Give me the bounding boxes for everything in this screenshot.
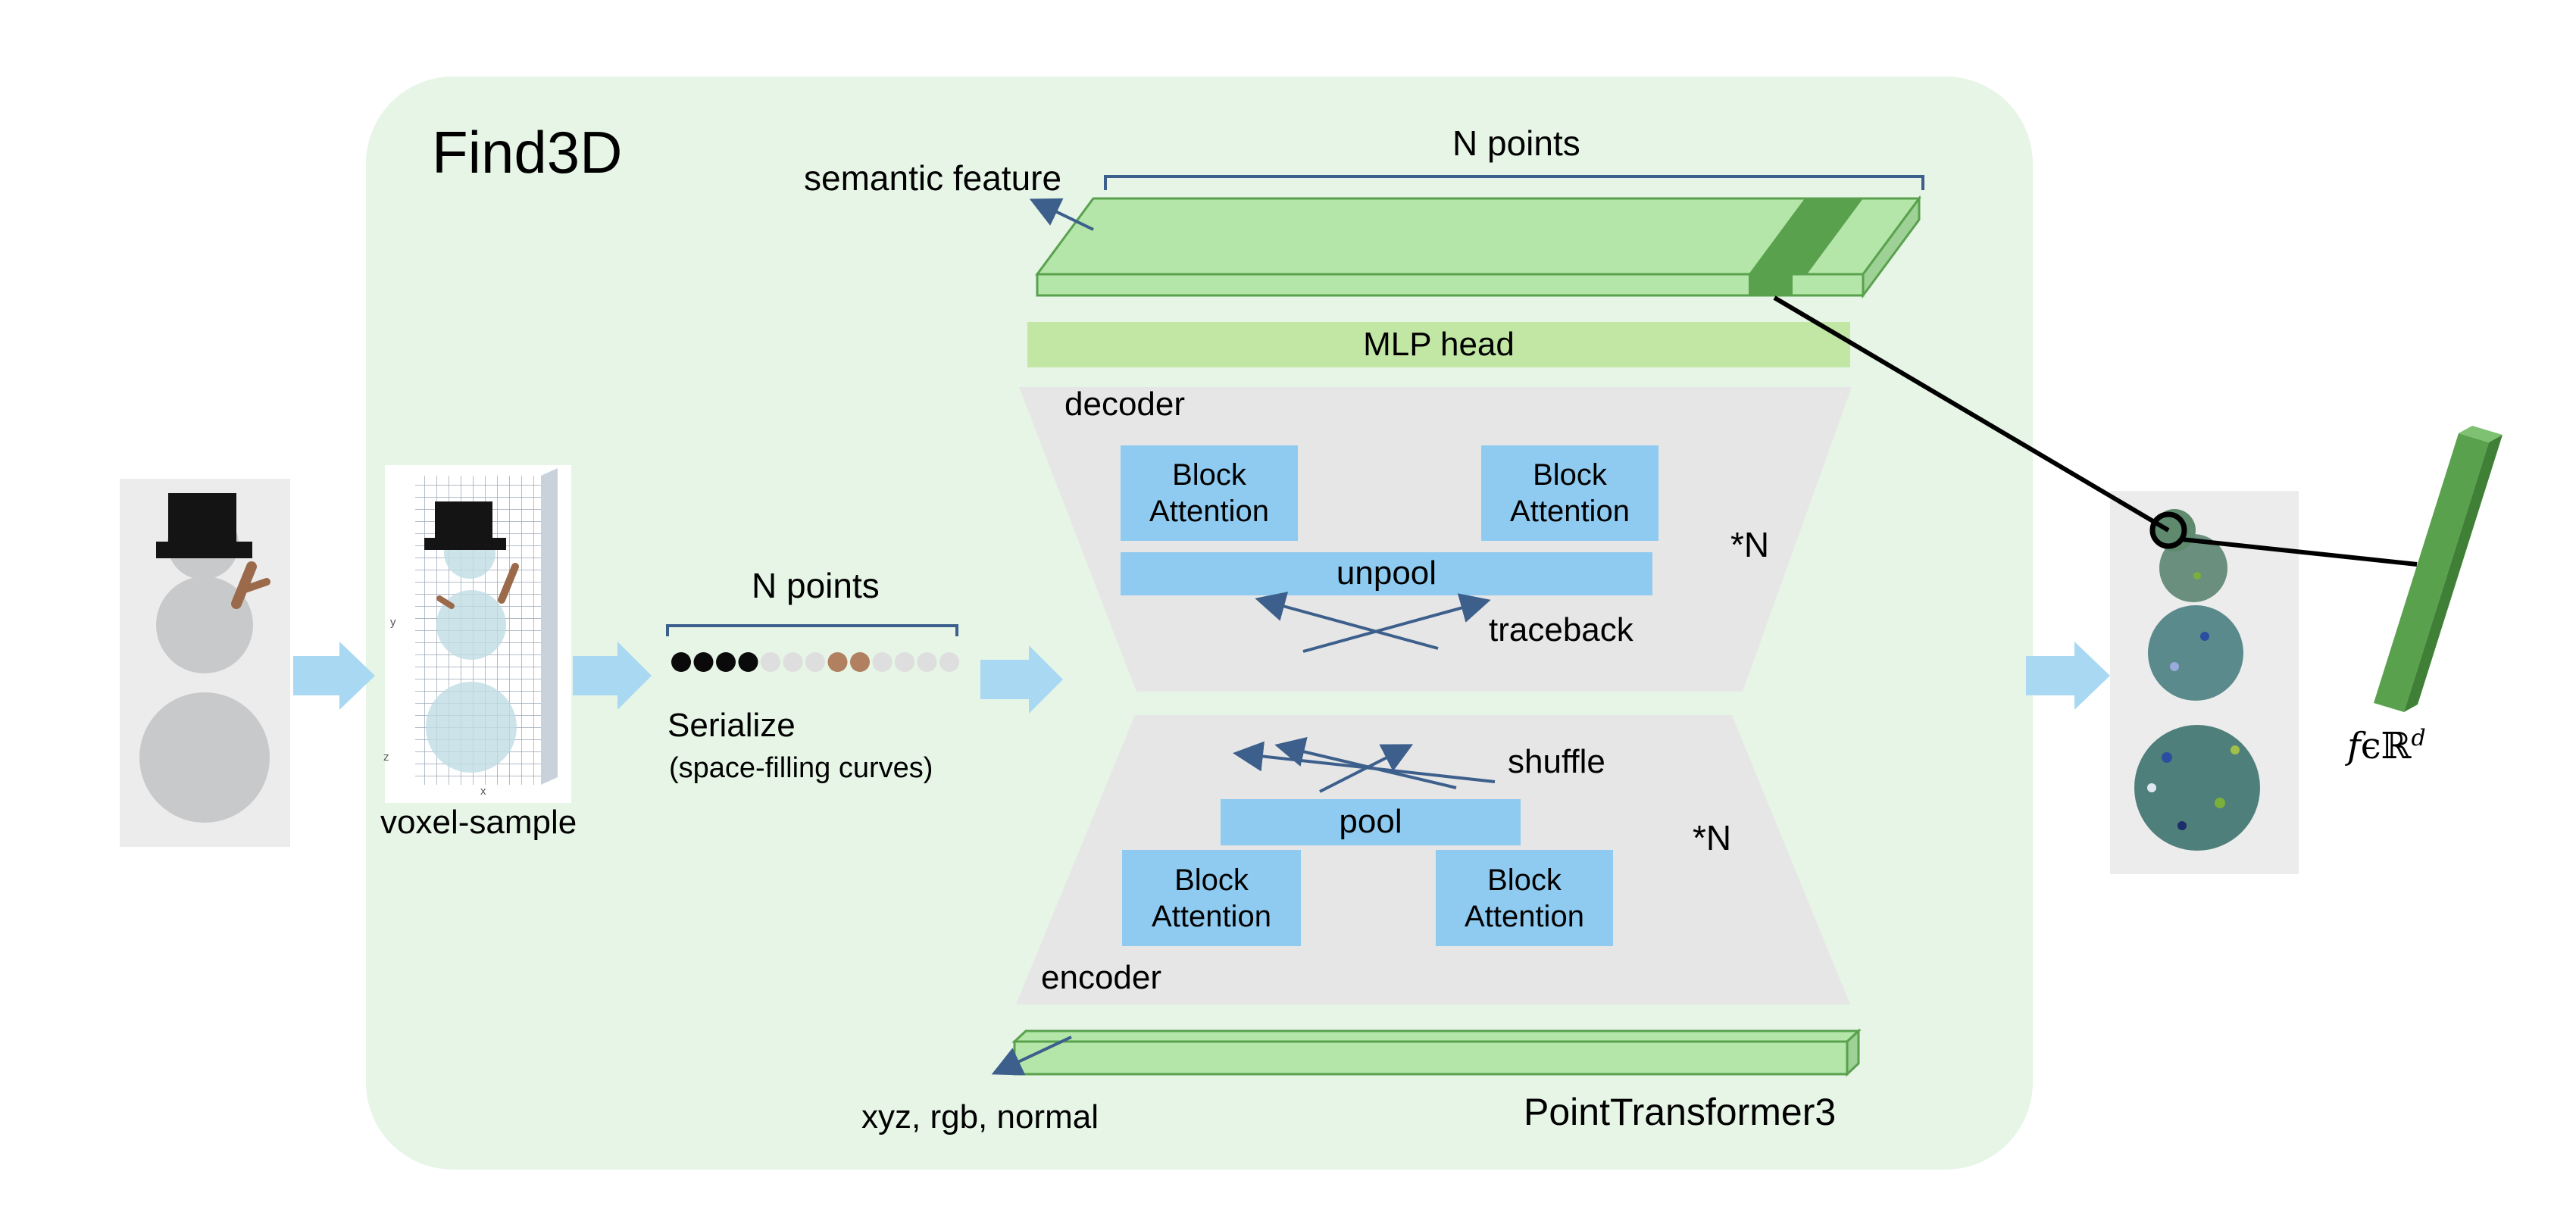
- serialized-point-dot: [738, 652, 758, 672]
- semantic-feature-arrow: [1029, 198, 1094, 231]
- serialized-point-dot: [917, 652, 937, 672]
- decoder-repeat-label: *N: [1730, 525, 1770, 564]
- plot-axis-x-label: x: [480, 785, 486, 798]
- traceback-arrow-2: [1302, 593, 1491, 653]
- traceback-arrow-1: [1255, 592, 1439, 650]
- selected-point-marker: [2149, 511, 2187, 549]
- semantic-feature-bar: [1035, 195, 1921, 299]
- encoder-block-attention-right-label: Block Attention: [1436, 850, 1613, 946]
- serialized-point-dot: [671, 652, 691, 672]
- attention-label: Attention: [1510, 495, 1630, 528]
- attention-label: Attention: [1152, 899, 1271, 933]
- flow-arrow-2: [573, 642, 652, 710]
- serialized-point-dot: [827, 652, 848, 672]
- dimension-symbol: d: [2411, 725, 2426, 751]
- encoder-repeat-label: *N: [1693, 818, 1732, 857]
- mlp-head-label: MLP head: [1363, 325, 1515, 363]
- serialized-point-dot: [693, 652, 714, 672]
- serialized-point-dot: [805, 652, 825, 672]
- serialized-point-dot: [850, 652, 870, 672]
- block-label: Block: [1487, 863, 1562, 897]
- serialized-point-dot: [783, 652, 803, 672]
- serialized-point-dot: [761, 652, 780, 672]
- output-snowman-image: [2110, 491, 2299, 874]
- serialized-point-dot: [939, 652, 959, 672]
- feature-symbol: f: [2347, 725, 2361, 767]
- n-points-bracket-top: [1104, 175, 1924, 190]
- mlp-head-box: [1027, 322, 1850, 367]
- pool-label: pool: [1339, 803, 1402, 841]
- input-feature-bar: [1011, 1028, 1862, 1077]
- encoder-block-attention-left-label: Block Attention: [1122, 850, 1301, 946]
- flow-arrow-3: [980, 645, 1063, 714]
- feature-vector-link: [2181, 537, 2418, 567]
- decoder-block-attention-left: [1121, 445, 1298, 541]
- attention-label: Attention: [1149, 495, 1269, 528]
- shuffle-label: shuffle: [1508, 743, 1605, 780]
- attention-label: Attention: [1465, 899, 1584, 933]
- real-numbers-symbol: ℝ: [2381, 725, 2412, 767]
- decoder-block-attention-right: [1481, 445, 1658, 541]
- shuffle-arrow-3: [1319, 744, 1414, 793]
- flow-arrow-1: [293, 642, 375, 710]
- backbone-label: PointTransformer3: [1524, 1091, 1837, 1133]
- unpool-box: [1121, 552, 1652, 595]
- voxel-sample-label: voxel-sample: [380, 804, 577, 841]
- decoder-label: decoder: [1064, 386, 1186, 423]
- serialized-point-dot: [895, 652, 914, 672]
- flow-arrow-4: [2026, 642, 2110, 710]
- plot-axis-y-label: y: [390, 616, 396, 629]
- serialized-point-dot: [716, 652, 736, 672]
- serialized-point-dot: [872, 652, 893, 672]
- traceback-label: traceback: [1489, 611, 1633, 648]
- n-points-top-label: N points: [1452, 123, 1580, 163]
- encoder-label: encoder: [1041, 959, 1162, 996]
- unpool-label: unpool: [1336, 554, 1437, 592]
- block-label: Block: [1533, 458, 1607, 492]
- plot-axis-z-label: z: [383, 751, 389, 764]
- n-points-bracket-serial: [666, 624, 958, 636]
- element-of-symbol: ϵ: [2360, 725, 2381, 767]
- input-features-label: xyz, rgb, normal: [861, 1098, 1099, 1135]
- encoder-block-attention-left: [1122, 850, 1301, 946]
- n-points-serial-label: N points: [752, 566, 880, 605]
- block-label: Block: [1172, 458, 1246, 492]
- block-label: Block: [1174, 863, 1249, 897]
- serialize-label: Serialize: [667, 707, 796, 744]
- pool-box: [1221, 799, 1521, 845]
- serialize-subtitle: (space-filling curves): [669, 752, 933, 784]
- voxel-sample-plot: [385, 465, 571, 803]
- encoder-block-attention-right: [1436, 850, 1613, 946]
- output-feature-vector: [2374, 426, 2503, 712]
- feature-space-label: fϵℝd: [2347, 725, 2426, 767]
- serialized-points: [671, 652, 959, 672]
- decoder-block-attention-right-label: Block Attention: [1481, 445, 1658, 541]
- input-feature-arrow: [991, 1036, 1072, 1076]
- diagram-title: Find3D: [432, 119, 623, 186]
- input-snowman-image: [120, 479, 290, 847]
- semantic-feature-label: semantic feature: [804, 158, 1062, 198]
- decoder-block-attention-left-label: Block Attention: [1121, 445, 1298, 541]
- point-feature-link: [1773, 295, 2170, 533]
